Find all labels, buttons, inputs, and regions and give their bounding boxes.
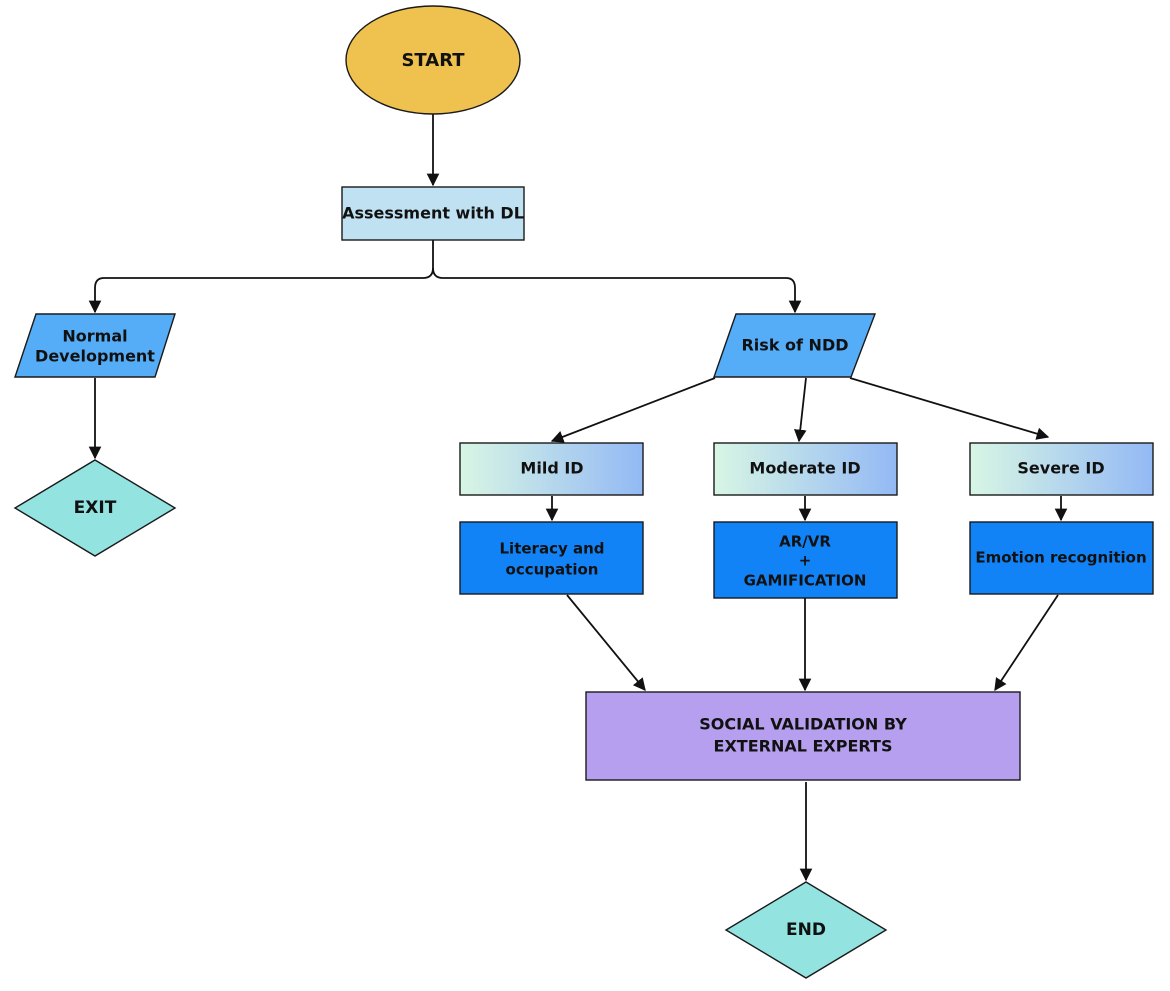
edge-assessment-to-normal [88, 240, 434, 314]
edge-emotion-to-social [994, 594, 1059, 692]
arvr-box [713, 521, 898, 599]
emotion-label: Emotion recognition [975, 549, 1146, 567]
exit-node: EXIT [13, 459, 177, 557]
severe-id-node: Severe ID [969, 442, 1154, 496]
mild-id-box [459, 442, 644, 496]
normal-development-node: Normal Development [14, 313, 176, 378]
normal-development-label-line2: Development [35, 347, 155, 366]
emotion-node: Emotion recognition [969, 521, 1154, 595]
exit-diamond [13, 459, 177, 557]
exit-label: EXIT [74, 498, 117, 518]
normal-development-label-line1: Normal [62, 327, 127, 346]
moderate-id-box [713, 442, 898, 496]
edge-risk-to-mild [550, 377, 716, 443]
assessment-node: Assessment with DL [341, 186, 525, 241]
end-label: END [786, 920, 826, 940]
start-node: START [345, 5, 521, 115]
social-validation-box [585, 691, 1021, 781]
literacy-node: Literacy and occupation [459, 521, 644, 595]
social-validation-label-line1: SOCIAL VALIDATION BY [699, 715, 907, 734]
mild-id-label: Mild ID [520, 459, 583, 478]
risk-parallelogram [713, 313, 877, 378]
edge-assessment-to-risk [432, 267, 802, 314]
assessment-label: Assessment with DL [342, 204, 524, 223]
assessment-box [341, 186, 525, 241]
social-validation-node: SOCIAL VALIDATION BY EXTERNAL EXPERTS [585, 691, 1021, 781]
risk-label: Risk of NDD [741, 336, 848, 355]
connectors [88, 113, 1068, 882]
arvr-node: AR/VR + GAMIFICATION [713, 521, 898, 599]
moderate-id-node: Moderate ID [713, 442, 898, 496]
social-validation-label-line2: EXTERNAL EXPERTS [714, 737, 893, 756]
edge-literacy-to-social [566, 594, 646, 691]
severe-id-label: Severe ID [1017, 459, 1104, 478]
start-label: START [401, 50, 465, 71]
arvr-label-line3: GAMIFICATION [744, 572, 867, 590]
severe-id-box [969, 442, 1154, 496]
emotion-box [969, 521, 1154, 595]
literacy-label-line1: Literacy and [500, 540, 605, 558]
normal-development-parallelogram [14, 313, 176, 378]
literacy-label-line2: occupation [506, 561, 599, 579]
end-diamond [724, 881, 888, 979]
edge-risk-to-severe [849, 377, 1050, 440]
literacy-box [459, 521, 644, 595]
moderate-id-label: Moderate ID [749, 459, 860, 478]
risk-node: Risk of NDD [713, 313, 877, 378]
mild-id-node: Mild ID [459, 442, 644, 496]
start-ellipse [345, 5, 521, 115]
arvr-label-line2: + [799, 552, 812, 570]
edge-risk-to-moderate [793, 377, 807, 443]
end-node: END [724, 881, 888, 979]
arvr-label-line1: AR/VR [779, 533, 831, 551]
